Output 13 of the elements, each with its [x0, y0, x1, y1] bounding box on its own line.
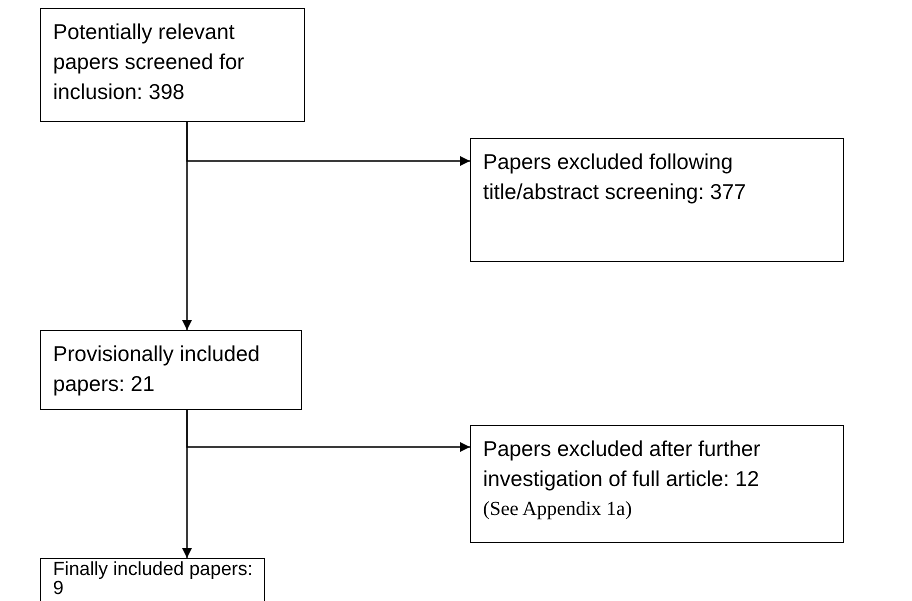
process-box: [470, 425, 844, 543]
process-box: [40, 558, 265, 601]
box-text: Finally included papers: 9: [53, 560, 254, 598]
arrow: [186, 410, 470, 452]
process-box: [40, 8, 305, 122]
note-text: (See Appendix 1a): [483, 497, 633, 522]
arrow: [186, 122, 470, 166]
box-text: Provisionally included papers: 21: [53, 341, 261, 398]
process-box: [40, 330, 302, 410]
box-text: Potentially relevant papers screened for inclusion: 398: [53, 19, 246, 106]
box-text: Papers excluded following title/abstract screening: 377: [483, 149, 747, 206]
box-text: Papers excluded after further investigation of full article: 12: [483, 436, 762, 493]
process-box: [470, 138, 844, 262]
